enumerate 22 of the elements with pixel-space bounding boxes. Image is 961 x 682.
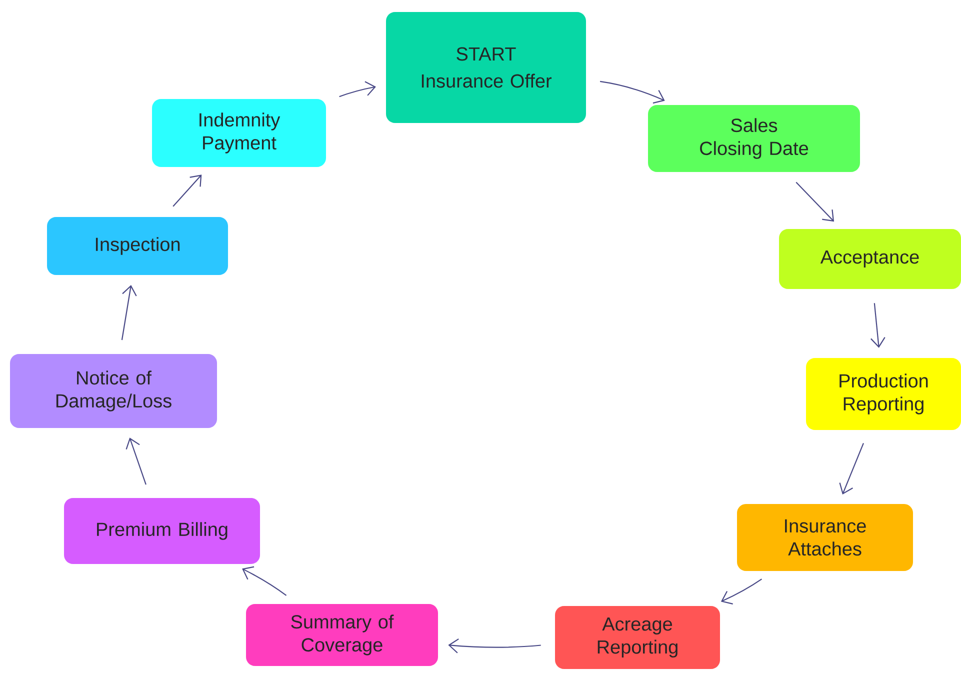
arrow	[172, 174, 202, 207]
process-box: Premium Billing	[64, 498, 260, 564]
arrow	[339, 81, 376, 98]
process-box: Sales Closing Date	[648, 105, 860, 172]
arrow	[870, 303, 886, 348]
process-box: Acceptance	[779, 229, 961, 289]
process-box: Production Reporting	[806, 358, 961, 430]
process-box: Summary of Coverage	[246, 604, 438, 666]
arrow	[121, 285, 137, 340]
arrow	[242, 566, 287, 596]
arrow	[448, 638, 541, 654]
process-box: Inspection	[47, 216, 228, 275]
process-box: START Insurance Offer	[386, 12, 586, 123]
process-box: Indemnity Payment	[152, 99, 326, 167]
arrow	[600, 80, 665, 104]
arrow	[796, 182, 834, 222]
process-box: Insurance Attaches	[737, 504, 913, 571]
arrow	[126, 438, 146, 485]
arrow	[839, 442, 864, 495]
process-box: Notice of Damage/Loss	[10, 354, 217, 428]
arrow	[720, 578, 762, 604]
process-box: Acreage Reporting	[555, 606, 720, 669]
